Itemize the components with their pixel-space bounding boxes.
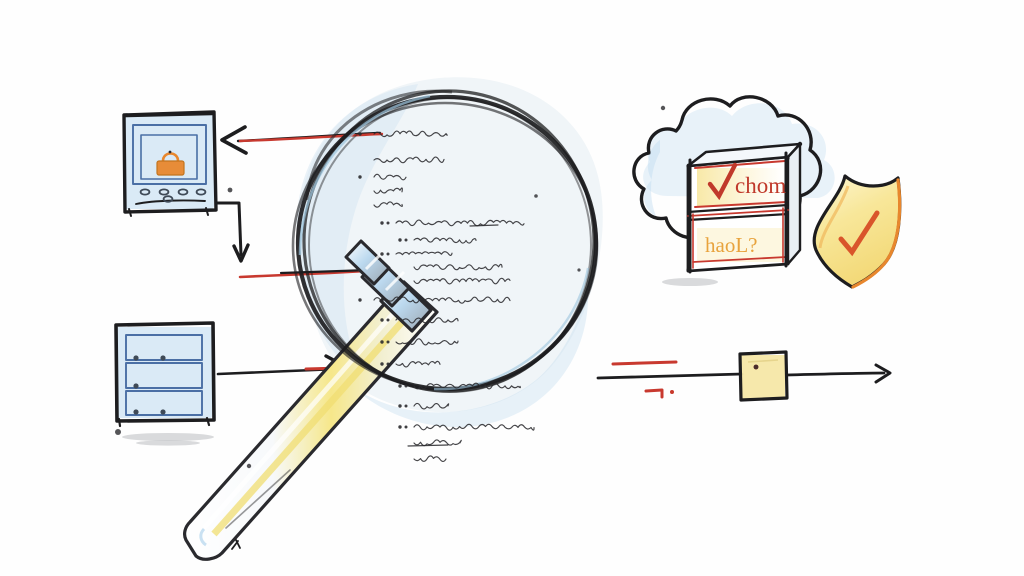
note-line [358, 130, 448, 138]
note-line [380, 251, 453, 256]
tablet-with-lock[interactable] [122, 110, 218, 217]
server-bottom-label: haoL? [705, 233, 757, 257]
arrow-to-tablet [220, 125, 384, 155]
ink-speck [753, 364, 759, 370]
note-line [373, 156, 445, 164]
shield-check-icon[interactable] [812, 174, 902, 289]
note-line [398, 402, 450, 410]
lens-handwritten-notes [358, 130, 535, 463]
bottom-flow-line [596, 360, 744, 399]
note-line [413, 439, 462, 447]
cloud-server-box[interactable]: chom haoL? [662, 141, 803, 286]
note-line [398, 237, 477, 244]
note-line [380, 338, 459, 346]
note-line [373, 187, 403, 194]
ink-speck [660, 105, 666, 111]
magnifying-glass[interactable] [183, 89, 599, 561]
note-line [413, 277, 511, 285]
note-line [380, 317, 459, 324]
note-line [358, 296, 511, 304]
note-line [413, 455, 447, 463]
magnifier-lens-ring [291, 89, 599, 393]
ink-speck [115, 429, 121, 435]
ink-speck [246, 463, 252, 469]
database-rack[interactable] [114, 321, 216, 446]
note-line [380, 360, 441, 368]
sticky-note-node[interactable] [738, 350, 789, 402]
magnifier-handle [183, 280, 439, 561]
ink-specks [115, 105, 759, 469]
ink-speck [534, 194, 538, 198]
note-line [398, 423, 535, 431]
note-line [373, 201, 403, 208]
rack-drawers[interactable] [125, 334, 203, 416]
server-top-label: chom [735, 173, 786, 198]
note-line [358, 173, 407, 181]
ink-speck [227, 187, 233, 193]
check-mark-icon [707, 162, 738, 201]
ink-speck [577, 268, 581, 272]
note-line [380, 219, 525, 227]
note-line [398, 382, 521, 390]
tablet-button-row[interactable] [139, 188, 207, 196]
padlock-icon [156, 150, 185, 176]
note-line [413, 263, 503, 271]
